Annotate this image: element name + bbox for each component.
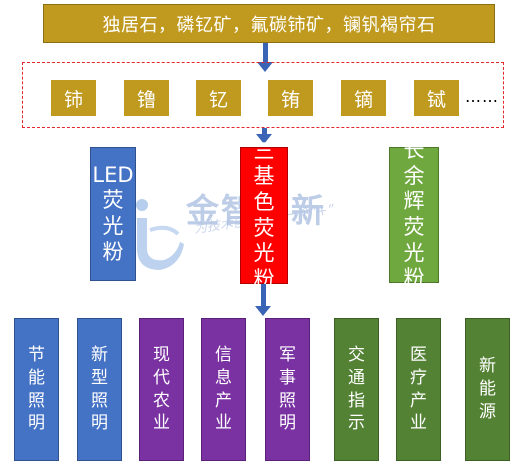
category-led-phosphor: LED 荧 光 粉 xyxy=(90,147,136,281)
application-text: 息 xyxy=(215,367,232,388)
element-tile: 镝 xyxy=(341,80,386,116)
category-text: 基 xyxy=(253,164,275,189)
application-new-energy: 新 能 源 xyxy=(465,318,510,461)
application-text: 能 xyxy=(479,379,496,400)
category-text: 荧 xyxy=(403,215,425,239)
category-text: 辉 xyxy=(403,189,425,214)
category-text: 光 xyxy=(403,240,425,265)
application-information-industry: 信 息 产 业 xyxy=(201,318,246,461)
application-text: 产 xyxy=(215,390,232,411)
application-text: 节 xyxy=(28,344,45,365)
application-new-lighting: 新 型 照 明 xyxy=(77,318,122,461)
application-text: 业 xyxy=(410,413,427,434)
category-text: 长 xyxy=(403,138,425,163)
application-text: 照 xyxy=(28,390,45,411)
rare-earth-elements-group xyxy=(22,62,504,128)
element-tile: 铽 xyxy=(414,80,459,116)
category-text: 荧 xyxy=(253,215,275,240)
category-text: 光 xyxy=(253,241,275,266)
element-tile: 钇 xyxy=(196,80,241,116)
application-text: 新 xyxy=(479,356,496,377)
application-text: 明 xyxy=(279,413,296,434)
ore-sources-box: 独居石，磷钇矿，氟碳铈矿，镧钒褐帘石 xyxy=(43,4,495,43)
element-label: 铕 xyxy=(280,88,300,111)
arrow-shaft-3 xyxy=(261,284,266,308)
element-label: 铽 xyxy=(426,88,446,111)
arrow-shaft-1 xyxy=(263,43,268,65)
application-text: 事 xyxy=(279,367,296,388)
application-text: 型 xyxy=(91,367,108,388)
arrow-down-icon xyxy=(255,306,271,316)
category-text: 粉 xyxy=(102,239,124,264)
watermark-logo-icon xyxy=(136,199,184,270)
application-text: 农 xyxy=(153,390,170,411)
element-label: 镝 xyxy=(353,88,373,111)
application-energy-saving-lighting: 节 能 照 明 xyxy=(14,318,59,461)
element-tile: 铕 xyxy=(268,80,313,116)
application-text: 明 xyxy=(91,413,108,434)
category-text: 光 xyxy=(102,214,124,238)
application-text: 能 xyxy=(28,367,45,388)
category-text: 三 xyxy=(253,138,275,163)
application-text: 业 xyxy=(153,413,170,434)
category-text: LED xyxy=(92,162,134,187)
category-tricolor-phosphor: 三 基 色 荧 光 粉 xyxy=(240,139,288,291)
element-label: 铈 xyxy=(63,88,83,111)
application-text: 新 xyxy=(91,344,108,365)
element-label: 钇 xyxy=(208,88,228,111)
arrow-down-icon xyxy=(256,134,272,144)
application-medical-industry: 医 疗 产 业 xyxy=(396,318,441,461)
application-text: 交 xyxy=(348,344,365,365)
application-military-lighting: 军 事 照 明 xyxy=(265,318,310,461)
application-text: 产 xyxy=(410,390,427,411)
application-text: 医 xyxy=(410,344,427,365)
element-tile: 镥 xyxy=(124,80,169,116)
category-text: 粉 xyxy=(403,266,425,291)
element-label: 镥 xyxy=(136,88,156,111)
arrow-down-icon xyxy=(257,62,273,72)
application-traffic-signals: 交 通 指 示 xyxy=(334,318,379,461)
ore-sources-text: 独居石，磷钇矿，氟碳铈矿，镧钒褐帘石 xyxy=(102,14,436,36)
application-text: 军 xyxy=(279,344,296,365)
category-text: 色 xyxy=(253,189,275,214)
application-text: 疗 xyxy=(410,367,427,388)
application-text: 示 xyxy=(348,413,365,434)
application-text: 现 xyxy=(153,344,170,365)
category-text: 余 xyxy=(403,163,425,188)
application-text: 通 xyxy=(348,367,365,388)
application-text: 指 xyxy=(348,390,365,411)
arrow-shaft-2 xyxy=(262,128,267,136)
application-modern-agriculture: 现 代 农 业 xyxy=(139,318,184,461)
application-text: 明 xyxy=(28,413,45,434)
category-text: 荧 xyxy=(102,188,124,213)
more-elements-ellipsis: …… xyxy=(465,86,499,106)
element-tile: 铈 xyxy=(51,80,96,116)
category-long-afterglow-phosphor: 长 余 辉 荧 光 粉 xyxy=(389,138,439,290)
category-text: 粉 xyxy=(253,266,275,291)
application-text: 源 xyxy=(479,401,496,422)
application-text: 照 xyxy=(91,390,108,411)
application-text: 照 xyxy=(279,390,296,411)
application-text: 业 xyxy=(215,413,232,434)
application-text: 代 xyxy=(153,367,170,388)
application-text: 信 xyxy=(215,344,232,365)
